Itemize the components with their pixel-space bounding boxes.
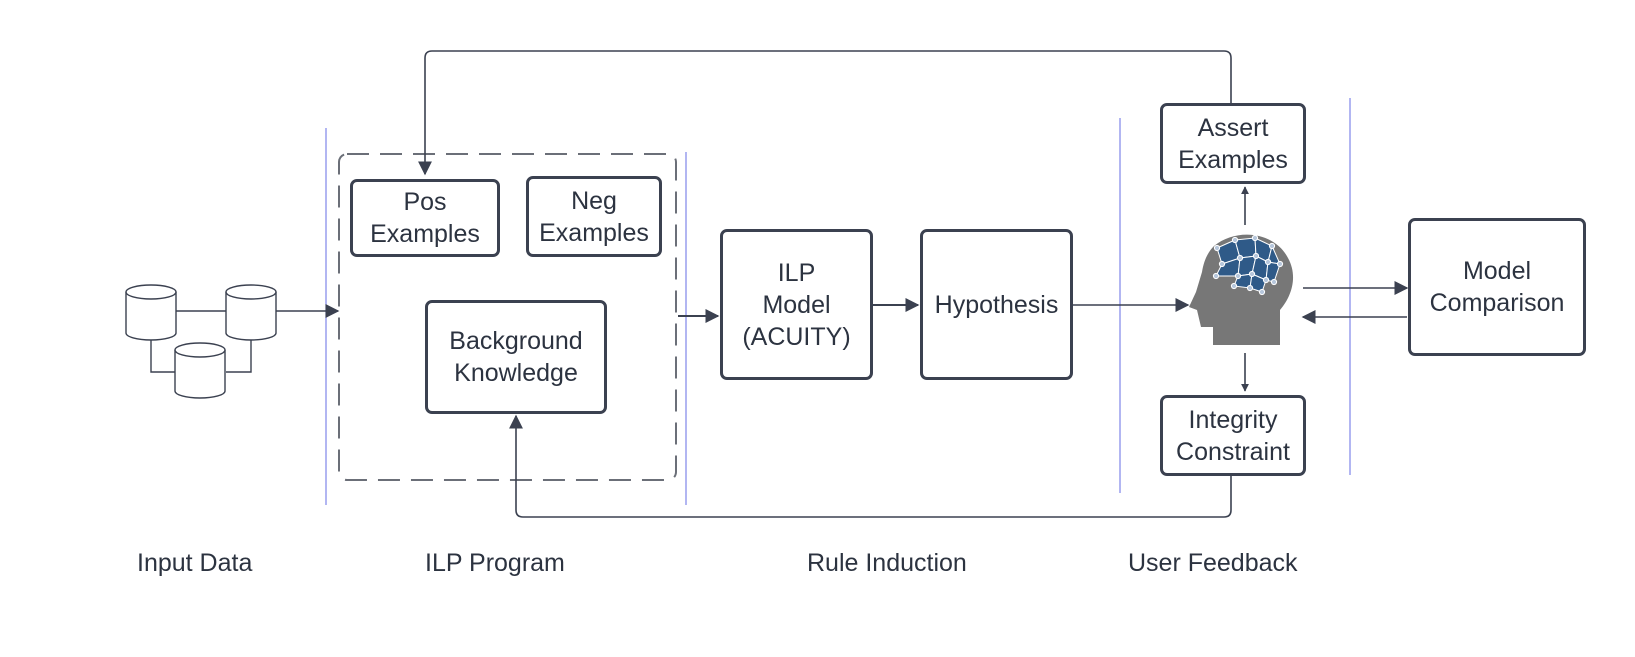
ilp-model-line1: ILP [777,258,816,287]
background-knowledge-box: Background Knowledge [425,300,607,414]
integrity-constraint-line1: Integrity [1188,405,1278,434]
feedback-loop-integrity-to-background [509,414,1232,518]
ilp-model-box: ILP Model (ACUITY) [720,229,873,380]
background-knowledge-line2: Knowledge [454,359,578,387]
stage-label-user-feedback: User Feedback [1128,549,1298,577]
ilp-model-line3: (ACUITY) [742,322,851,351]
background-knowledge-line1: Background [449,327,583,355]
hypothesis-label: Hypothesis [934,290,1059,319]
integrity-constraint-line2: Constraint [1176,437,1290,466]
neg-examples-line2: Examples [539,218,649,247]
assert-examples-box: Assert Examples [1160,103,1306,184]
assert-examples-line1: Assert [1197,113,1269,142]
human-head-brain-icon [1189,234,1294,345]
model-comparison-box: Model Comparison [1408,218,1586,356]
stage-label-input-data: Input Data [137,549,253,577]
stage-label-rule-induction: Rule Induction [807,549,967,577]
neg-examples-box: Neg Examples [526,176,662,257]
assert-examples-line2: Examples [1178,145,1288,174]
model-comparison-line1: Model [1462,257,1532,285]
connectors [276,50,1409,518]
neg-examples-line1: Neg [571,186,617,215]
stage-label-ilp-program: ILP Program [425,549,565,577]
database-cylinders-icon [125,284,277,399]
ilp-model-line2: Model [762,290,831,319]
hypothesis-box: Hypothesis [920,229,1073,380]
integrity-constraint-box: Integrity Constraint [1160,395,1306,476]
model-comparison-line2: Comparison [1429,289,1565,317]
pos-examples-box: Pos Examples [350,179,500,257]
pos-examples-line1: Pos [403,188,447,216]
feedback-loop-assert-to-pos [418,50,1232,176]
pos-examples-line2: Examples [370,220,480,248]
